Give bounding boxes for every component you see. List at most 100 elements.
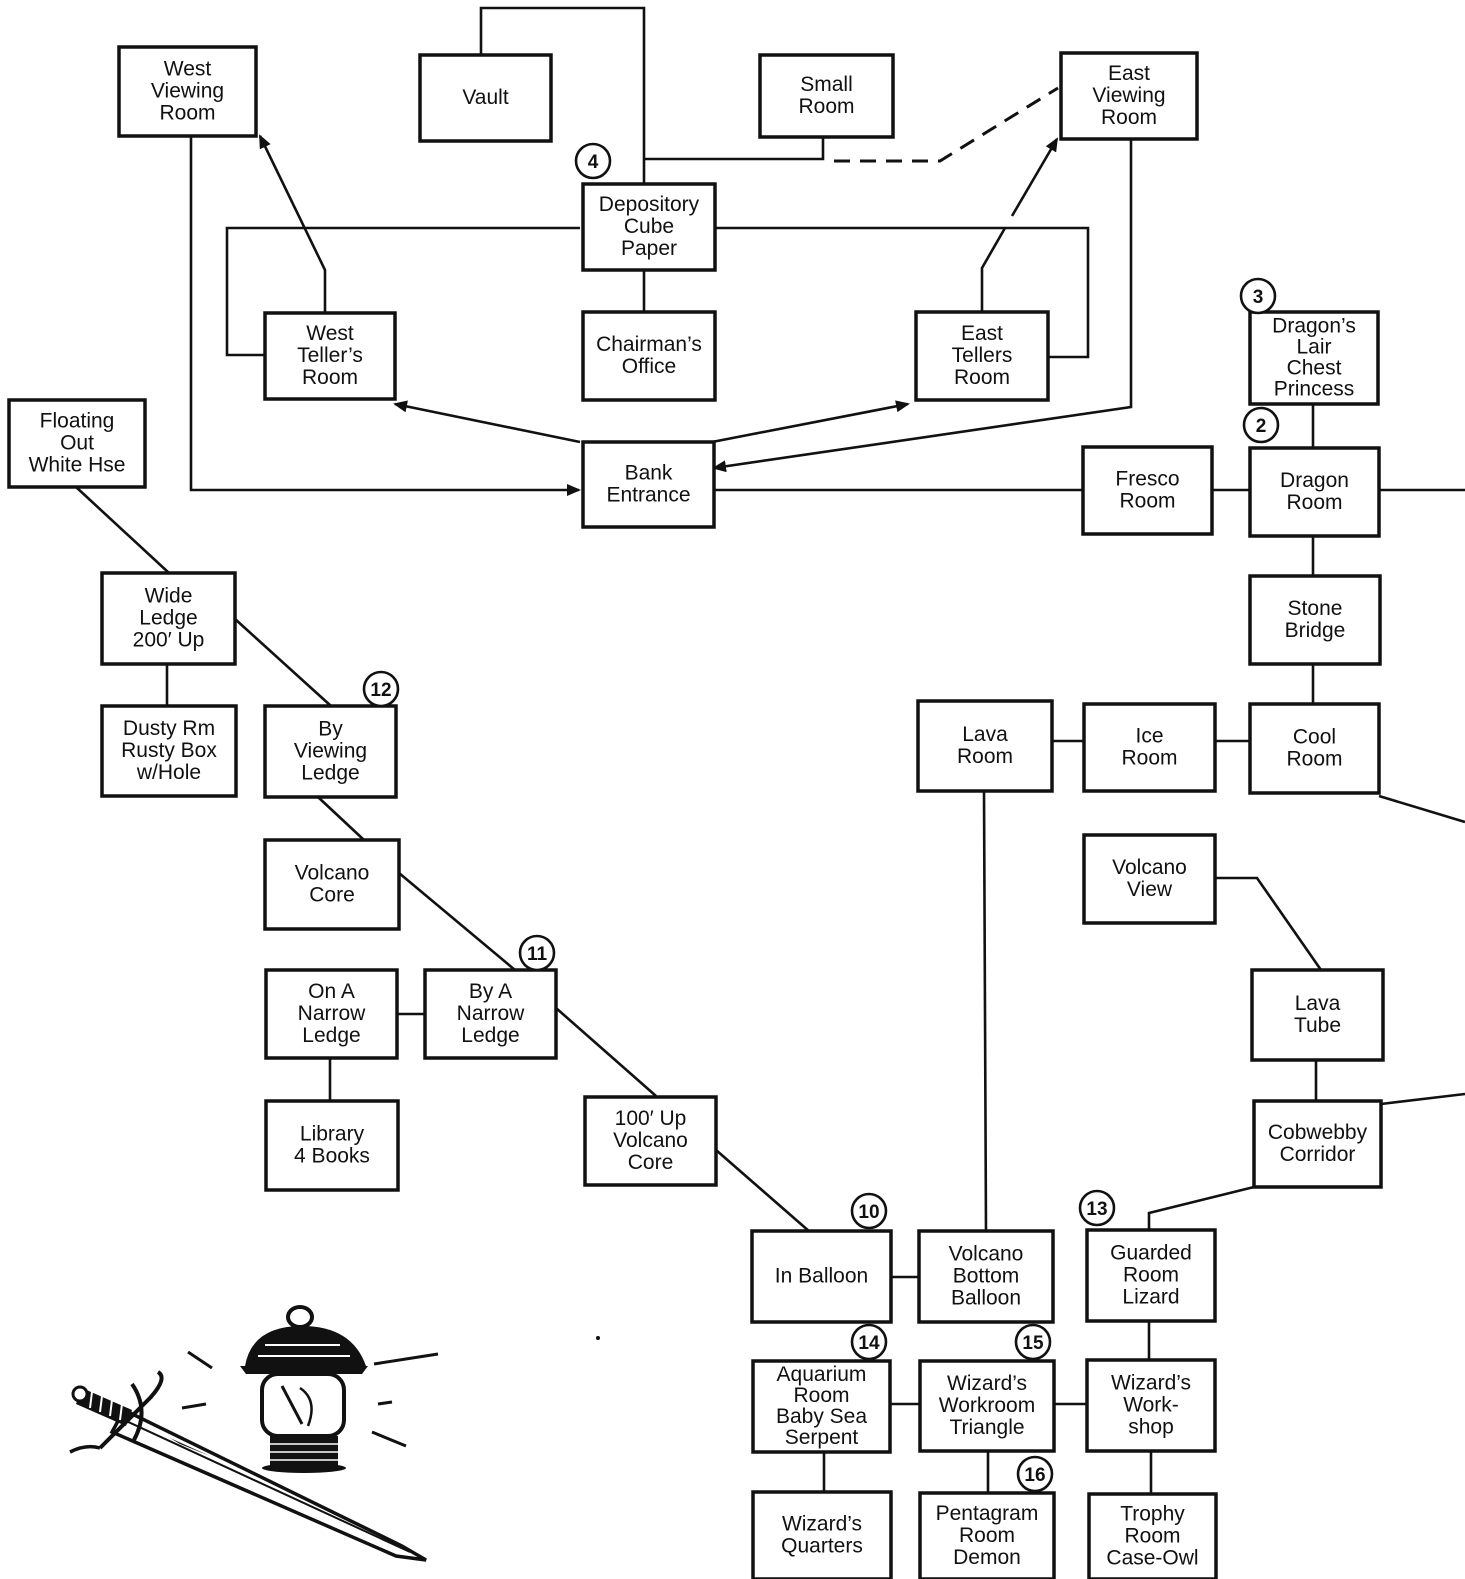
room-label-line: Ice — [1135, 725, 1163, 748]
room-label-line: Volcano — [949, 1243, 1024, 1266]
room-label-line: East — [961, 322, 1003, 345]
room-box — [1059, 51, 1199, 141]
room-vault: Vault — [418, 53, 553, 143]
room-label-line: Ledge — [302, 1024, 360, 1047]
room-box — [263, 838, 401, 931]
room-box — [581, 440, 716, 529]
room-label-line: Viewing — [151, 80, 224, 103]
room-box — [1087, 1492, 1218, 1579]
room-label-line: Dusty Rm — [123, 717, 215, 740]
room-label-line: Lava — [1295, 992, 1341, 1015]
room-label-line: Dragon’s — [1272, 314, 1356, 337]
marker-15: 15 — [1014, 1323, 1052, 1361]
room-box — [418, 53, 553, 143]
marker-number: 13 — [1086, 1199, 1107, 1220]
room-label-line: Serpent — [785, 1426, 859, 1449]
room-label-line: Trophy — [1120, 1503, 1185, 1526]
room-box — [1250, 968, 1385, 1062]
room-label-line: 200′ Up — [133, 629, 205, 652]
room-box — [264, 1099, 400, 1192]
room-label-line: Room — [1119, 490, 1175, 513]
room-label-line: Tube — [1294, 1014, 1341, 1037]
room-label-line: Lizard — [1122, 1286, 1179, 1309]
room-label-line: Wizard’s — [1111, 1372, 1191, 1395]
room-label-line: Volcano — [1112, 856, 1187, 879]
marker-12: 12 — [362, 670, 400, 708]
room-box — [581, 310, 717, 402]
room-label-line: Balloon — [951, 1287, 1021, 1310]
marker-circle — [362, 670, 400, 708]
marker-11: 11 — [518, 934, 556, 972]
room-label-line: Out — [60, 432, 94, 455]
marker-circle — [1078, 1189, 1116, 1227]
room-label-line: Narrow — [298, 1002, 367, 1025]
room-box — [1252, 1099, 1383, 1189]
room-label-line: Quarters — [781, 1535, 863, 1558]
room-label-line: Room — [1286, 748, 1342, 771]
room-box — [917, 1229, 1055, 1324]
room-label-line: Wizard’s — [947, 1372, 1027, 1395]
room-label-line: Small — [800, 73, 853, 96]
room-label-line: Bottom — [953, 1265, 1020, 1288]
room-label-line: Room — [793, 1384, 849, 1407]
room-label-line: Volcano — [295, 862, 370, 885]
room-box — [1248, 574, 1382, 666]
marker-circle — [1242, 406, 1280, 444]
room-label-line: Lava — [962, 723, 1008, 746]
room-label-line: Workroom — [939, 1394, 1035, 1417]
marker-circle — [850, 1192, 888, 1230]
room-box — [1248, 702, 1381, 795]
room-label-line: Library — [300, 1123, 365, 1146]
room-label-line: Ledge — [461, 1024, 519, 1047]
rooms-layer: WestViewingRoomVaultSmallRoomEastViewing… — [7, 45, 1385, 1579]
room-box — [264, 968, 399, 1060]
room-box — [100, 571, 237, 666]
marker-13: 13 — [1078, 1189, 1116, 1227]
room-label-line: shop — [1128, 1416, 1174, 1439]
room-label-line: Core — [628, 1151, 674, 1174]
marker-14: 14 — [850, 1323, 888, 1361]
room-in-balloon: In Balloon — [750, 1229, 893, 1324]
room-box — [583, 1095, 718, 1187]
room-label-line: West — [164, 58, 212, 81]
marker-circle — [574, 142, 612, 180]
room-box — [751, 1359, 892, 1454]
room-label-line: Room — [1101, 106, 1157, 129]
room-label-line: By — [318, 718, 343, 741]
room-label-line: Work- — [1123, 1394, 1179, 1417]
room-label-line: West — [306, 322, 354, 345]
room-label-line: Stone — [1288, 597, 1343, 620]
lantern-icon — [181, 1305, 439, 1473]
room-label-line: Teller’s — [297, 344, 363, 367]
room-label-line: Volcano — [613, 1129, 688, 1152]
room-label-line: Viewing — [294, 740, 367, 763]
marker-circle — [850, 1323, 888, 1361]
room-label-line: Lair — [1296, 335, 1331, 358]
room-label-line: Entrance — [606, 484, 690, 507]
room-label-line: Viewing — [1092, 84, 1165, 107]
connectors — [75, 6, 1465, 1494]
room-label-line: Room — [1286, 491, 1342, 514]
room-box — [914, 310, 1050, 402]
room-label-line: Core — [309, 884, 355, 907]
room-box — [7, 398, 147, 489]
room-label-line: Rusty Box — [121, 739, 217, 762]
room-box — [751, 1490, 893, 1579]
